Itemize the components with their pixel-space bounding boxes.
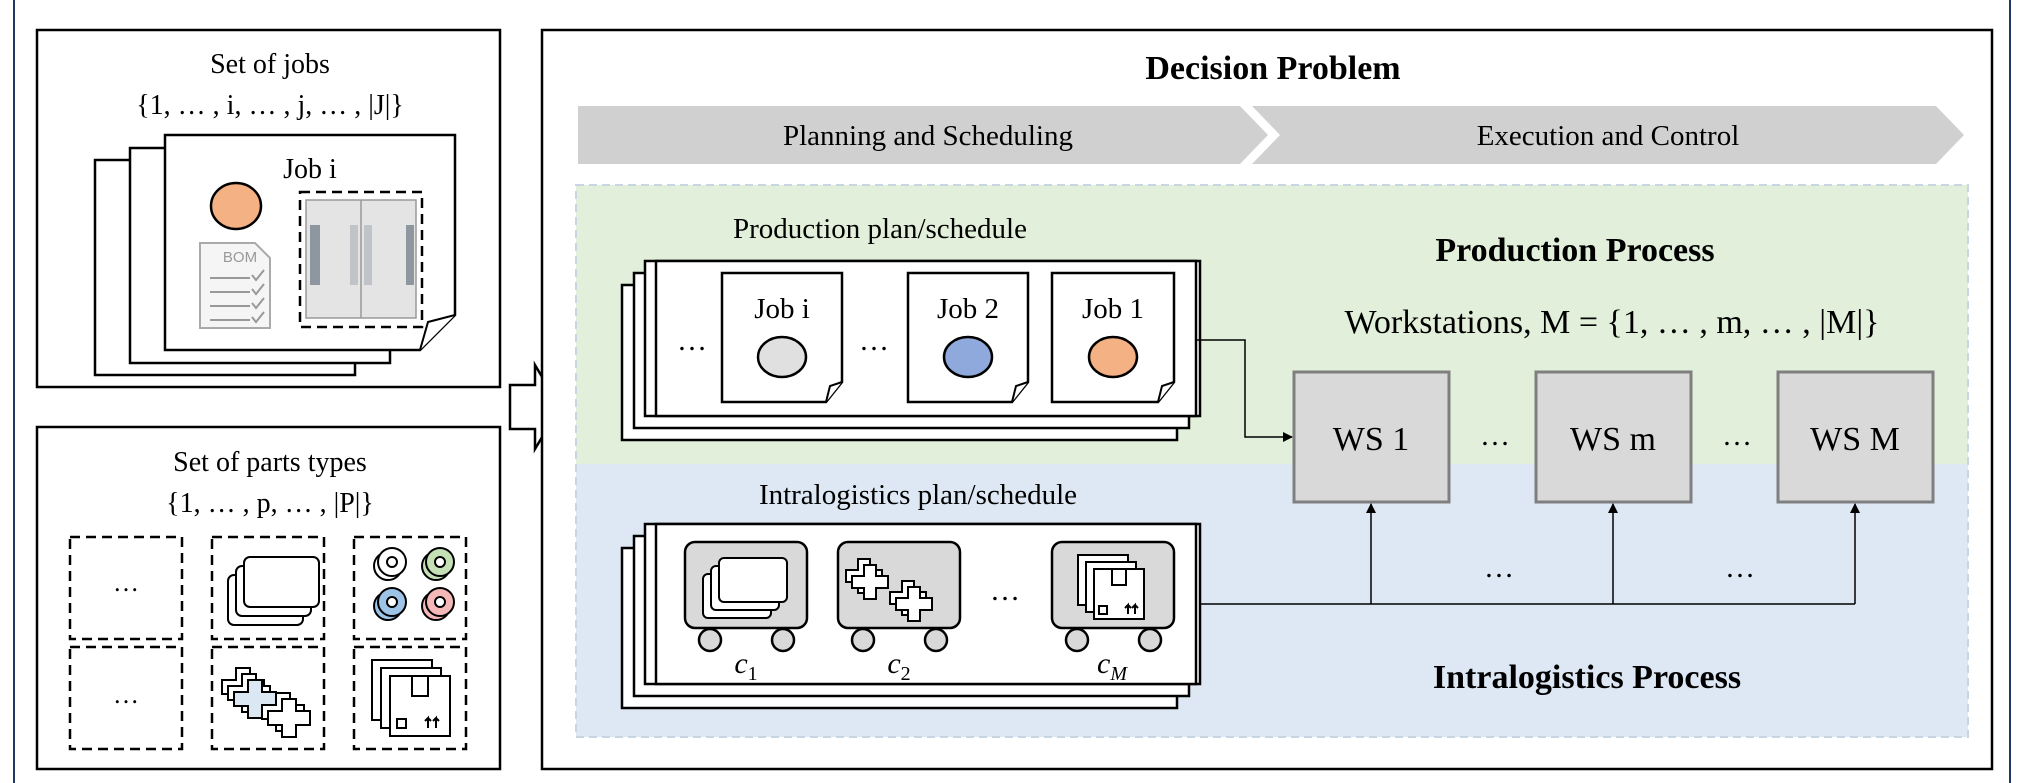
parts-ellipsis-2: …: [113, 680, 139, 709]
production-plan-label: Production plan/schedule: [733, 213, 1027, 245]
plan-ellipsis-2: …: [859, 324, 889, 357]
phase-planning-label: Planning and Scheduling: [783, 120, 1073, 152]
workstation-1: [1292, 370, 1451, 504]
plan-job-card-1: [1050, 271, 1176, 404]
job-i-card-label: Job i: [283, 154, 337, 185]
plan-job-i-label: Job i: [754, 293, 810, 325]
set-of-jobs-panel: Set of jobs {1, … , i, … , j, … , |J|} J…: [35, 28, 502, 389]
carrier-c1-icon: [683, 540, 809, 653]
job-card-fold: [419, 314, 456, 351]
washer-part-icon: [373, 547, 455, 621]
intralogistics-process-label: Intralogistics Process: [1433, 659, 1741, 696]
workstation-M-label: WS M: [1810, 421, 1900, 458]
carrier-ellipsis: …: [990, 574, 1020, 607]
bom-document-icon: BOM: [199, 242, 271, 329]
set-of-jobs-title: Set of jobs: [210, 49, 330, 80]
plan-ellipsis-1: …: [677, 324, 707, 357]
phase-execution-arrow: [1252, 106, 1964, 164]
workstation-1-label: WS 1: [1333, 421, 1410, 458]
plan-job-2-label: Job 2: [937, 293, 999, 325]
phase-execution-label: Execution and Control: [1477, 120, 1740, 152]
intralogistics-plan-label: Intralogistics plan/schedule: [759, 479, 1077, 511]
phase-planning-arrow: [578, 106, 1268, 164]
workstations-label: Workstations, M = {1, … , m, … , |M|}: [1345, 304, 1880, 341]
set-of-jobs-set: {1, … , i, … , j, … , |J|}: [136, 90, 404, 121]
carrier-cM-icon: [1050, 540, 1176, 653]
plan-job-card-2: [906, 271, 1030, 404]
set-of-parts-title: Set of parts types: [173, 447, 367, 478]
plan-to-ws1-connector: [1196, 339, 1293, 442]
set-of-parts-panel: Set of parts types {1, … , p, … , |P|} ……: [35, 425, 502, 771]
bom-label: BOM: [223, 249, 257, 266]
job-color-circle: [209, 181, 263, 231]
decision-problem-title: Decision Problem: [1145, 50, 1400, 87]
set-of-parts-set: {1, … , p, … , |P|}: [166, 488, 374, 519]
box-part-icon: [371, 659, 451, 737]
bracket-part-icon: [221, 667, 311, 738]
ws-ellipsis-1: …: [1480, 419, 1510, 452]
sheet-part-icon: [227, 556, 320, 626]
workstation-boxes: [1292, 370, 1935, 504]
carrier-c2-icon: [836, 540, 962, 653]
workstation-m: [1534, 370, 1693, 504]
workstation-m-label: WS m: [1570, 421, 1656, 458]
zones-border: [575, 184, 1969, 738]
bus-ellipsis-1: …: [1484, 551, 1514, 584]
workstation-M: [1776, 370, 1935, 504]
product-image-icon: [298, 190, 424, 329]
production-process-label: Production Process: [1435, 232, 1714, 269]
bus-ellipsis-2: …: [1725, 551, 1755, 584]
plan-job-1-label: Job 1: [1082, 293, 1144, 325]
parts-grid: [68, 535, 468, 751]
parts-ellipsis-1: …: [113, 568, 139, 597]
plan-job-card-i: [720, 271, 844, 404]
ws-ellipsis-2: …: [1722, 419, 1752, 452]
